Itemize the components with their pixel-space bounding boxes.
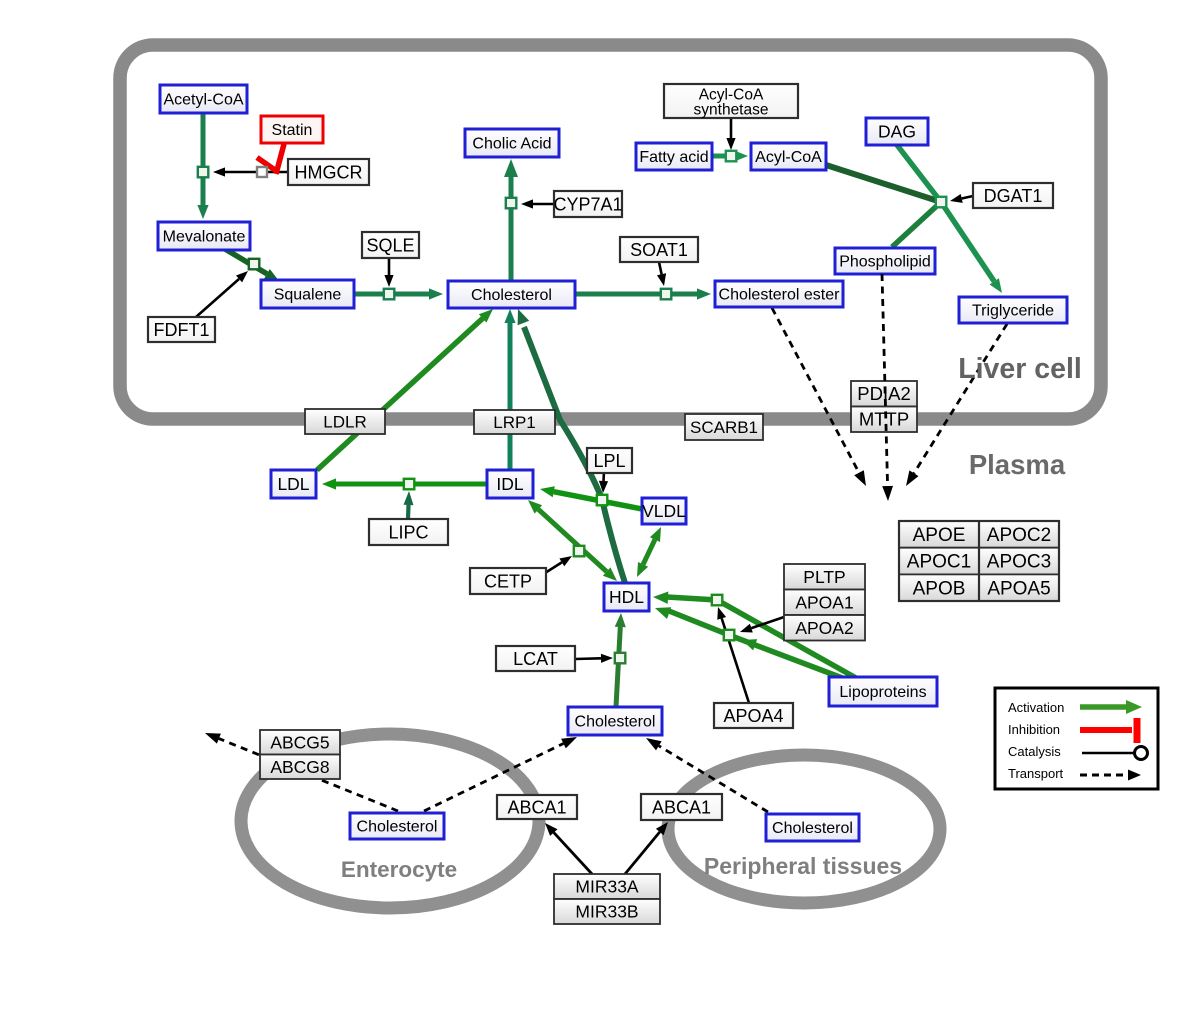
svg-text:LDLR: LDLR [323,412,366,431]
svg-text:Activation: Activation [1008,700,1064,715]
svg-text:Lipoproteins: Lipoproteins [839,684,926,701]
svg-text:Fatty acid: Fatty acid [639,149,708,166]
svg-text:APOC3: APOC3 [987,552,1051,573]
svg-text:PDIA2: PDIA2 [857,383,910,404]
svg-text:Cholic Acid: Cholic Acid [472,136,551,153]
svg-text:APOC2: APOC2 [987,525,1051,546]
svg-text:Acyl-CoA: Acyl-CoA [755,149,822,166]
svg-text:MTTP: MTTP [859,409,909,430]
svg-text:ABCA1: ABCA1 [507,797,566,817]
svg-text:APOA5: APOA5 [987,578,1050,599]
svg-text:HMGCR: HMGCR [295,162,363,182]
svg-text:Peripheral tissues: Peripheral tissues [704,853,902,879]
svg-text:SQLE: SQLE [366,235,414,255]
svg-text:Acetyl-CoA: Acetyl-CoA [163,92,243,109]
svg-text:Squalene: Squalene [274,287,342,304]
svg-text:ABCG5: ABCG5 [270,732,329,752]
svg-text:ABCA1: ABCA1 [652,797,711,817]
svg-text:MIR33A: MIR33A [575,877,639,897]
svg-text:HDL: HDL [609,587,644,607]
svg-text:ABCG8: ABCG8 [270,757,329,777]
svg-text:Phospholipid: Phospholipid [839,254,931,271]
svg-text:Cholesterol: Cholesterol [357,819,438,836]
svg-text:Triglyceride: Triglyceride [972,303,1054,320]
svg-text:Plasma: Plasma [969,449,1066,480]
svg-text:APOA4: APOA4 [723,706,783,726]
svg-text:Catalysis: Catalysis [1008,744,1061,759]
svg-text:Cholesterol ester: Cholesterol ester [719,287,841,304]
svg-text:APOB: APOB [913,578,966,599]
svg-text:Inhibition: Inhibition [1008,722,1060,737]
svg-text:VLDL: VLDL [642,501,686,521]
svg-text:PLTP: PLTP [803,567,845,587]
svg-text:SCARB1: SCARB1 [690,418,758,437]
svg-text:DAG: DAG [878,122,916,142]
svg-text:LPL: LPL [593,451,625,471]
svg-text:LIPC: LIPC [388,522,428,542]
svg-text:CETP: CETP [484,571,532,591]
svg-text:APOA2: APOA2 [795,618,853,638]
svg-text:FDFT1: FDFT1 [154,320,210,340]
svg-text:Cholesterol: Cholesterol [772,820,853,837]
svg-text:MIR33B: MIR33B [575,902,638,922]
svg-text:Cholesterol: Cholesterol [575,714,656,731]
svg-text:DGAT1: DGAT1 [984,186,1043,206]
svg-text:CYP7A1: CYP7A1 [553,194,622,214]
svg-text:Transport: Transport [1008,766,1064,781]
svg-text:Mevalonate: Mevalonate [163,229,246,246]
svg-text:Acyl-CoA: Acyl-CoA [699,87,764,104]
svg-text:LRP1: LRP1 [493,413,536,432]
svg-text:LCAT: LCAT [513,649,558,669]
svg-text:SOAT1: SOAT1 [630,240,688,260]
svg-text:IDL: IDL [496,474,524,494]
svg-text:synthetase: synthetase [694,102,769,119]
svg-text:Cholesterol: Cholesterol [471,287,552,304]
svg-text:APOA1: APOA1 [795,592,853,612]
svg-text:APOE: APOE [913,525,966,546]
svg-text:APOC1: APOC1 [907,552,971,573]
svg-text:Enterocyte: Enterocyte [341,857,457,882]
svg-text:Liver cell: Liver cell [958,353,1082,385]
svg-text:Statin: Statin [272,122,313,139]
svg-text:LDL: LDL [277,474,309,494]
